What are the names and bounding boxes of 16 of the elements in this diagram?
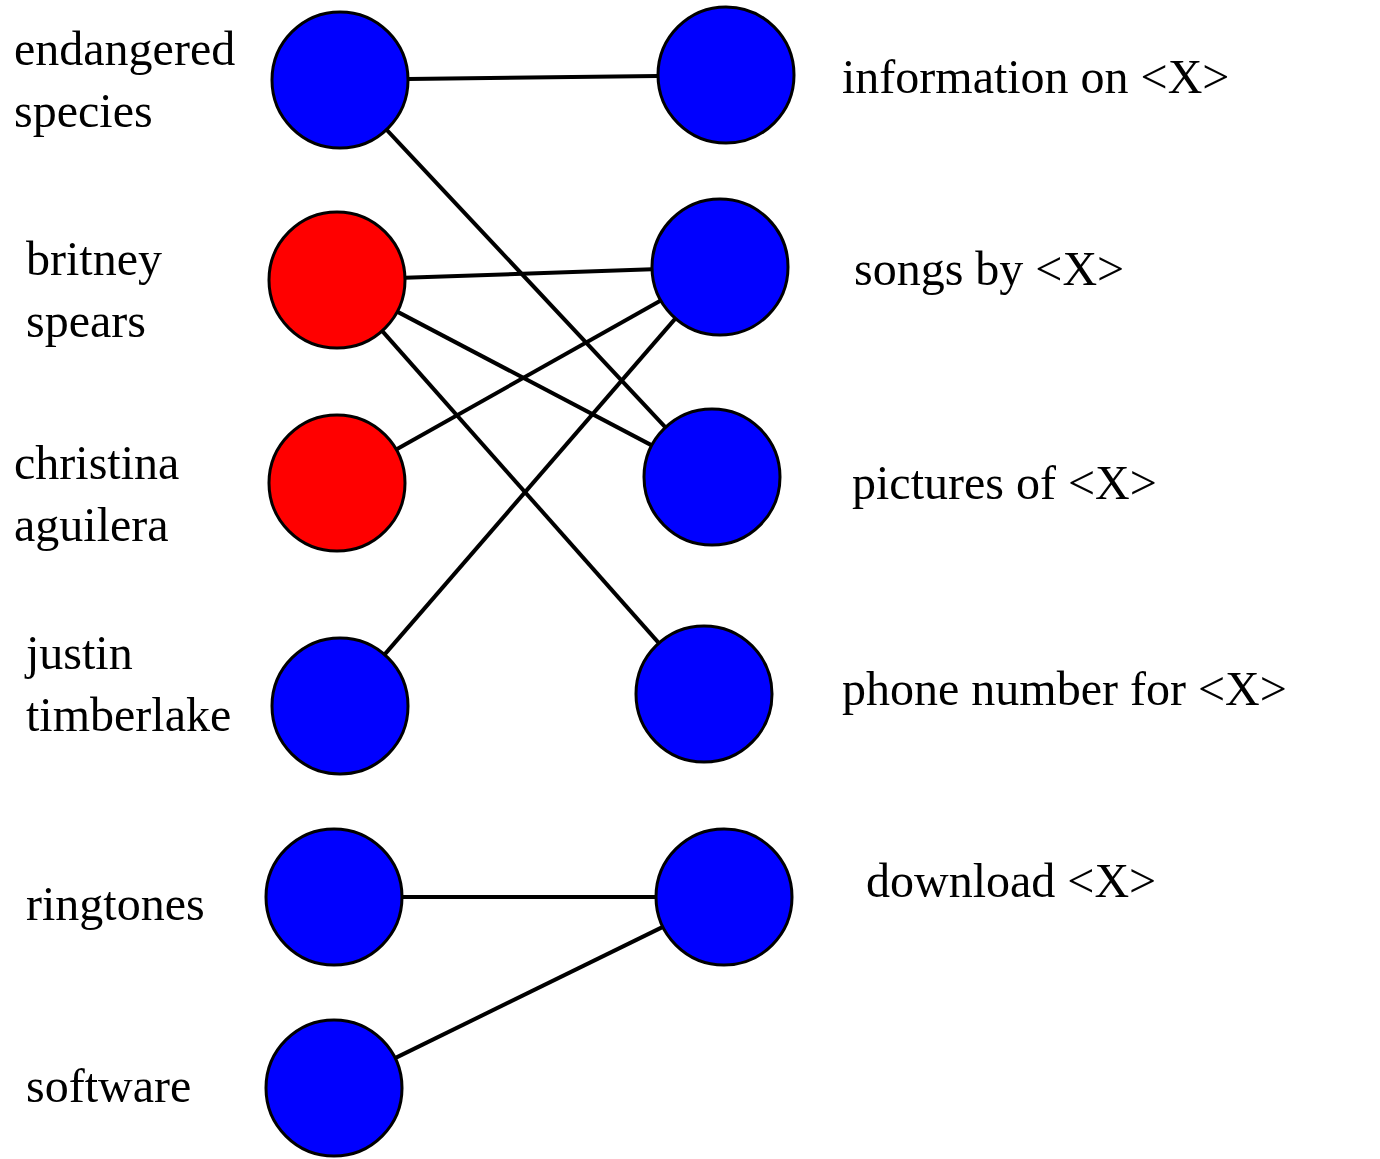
node-label: phone number for <X> <box>842 661 1287 717</box>
node-label: endangered species <box>14 21 237 139</box>
node-label: christina aguilera <box>14 435 181 553</box>
connector-line <box>394 925 664 1060</box>
connector-line <box>404 267 653 280</box>
node-label: information on <X> <box>842 49 1230 105</box>
node-label: ringtones <box>26 876 206 932</box>
connector-line <box>407 73 659 82</box>
node-label: pictures of <X> <box>852 455 1157 511</box>
node-label: download <X> <box>866 853 1157 909</box>
node-label: justin timberlake <box>26 625 233 743</box>
node-label: software <box>26 1058 193 1114</box>
connector-line <box>402 895 656 899</box>
connector-line <box>385 128 667 429</box>
node-label: songs by <X> <box>854 241 1125 297</box>
node-label: britney spears <box>26 231 163 349</box>
